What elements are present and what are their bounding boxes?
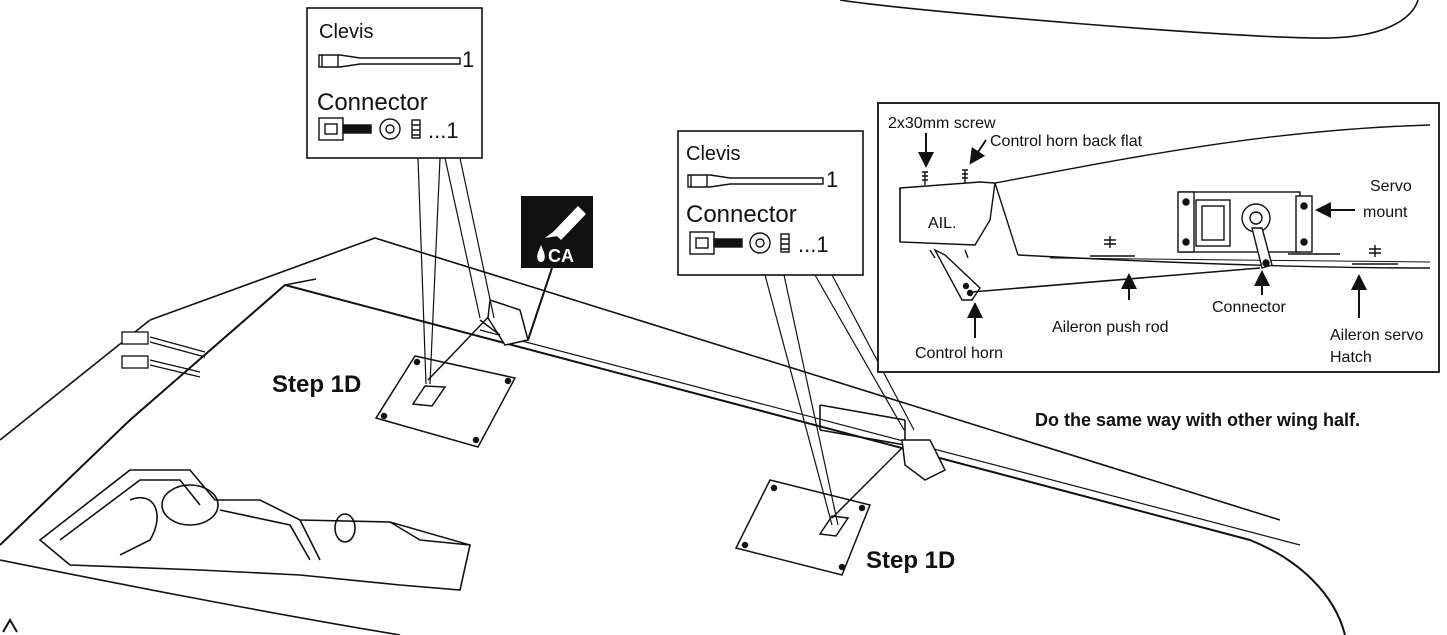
glue-badge (521, 196, 593, 341)
step-label-left: Step 1D (272, 371, 361, 398)
clevis-icon (318, 54, 461, 68)
servo-hatch-label-1: Aileron servo (1330, 327, 1423, 344)
pushrod-left (427, 298, 529, 381)
screw-label: 2x30mm screw (888, 115, 996, 132)
corner-arrow-icon (2, 618, 18, 633)
connector-icon (689, 231, 790, 255)
glue-bottle-icon (537, 206, 586, 262)
servo-mount-label-2: mount (1363, 204, 1408, 221)
leader-lines (417, 157, 915, 526)
connector-icon (318, 117, 421, 141)
same-way-note: Do the same way with other wing half. (1035, 410, 1360, 430)
connector-label-left: Connector (317, 89, 428, 116)
glue-badge-label: CA (548, 246, 574, 266)
parts-box-right (677, 130, 864, 276)
servo-mount-label-1: Servo (1370, 178, 1412, 195)
pushrod-right (831, 439, 947, 519)
clevis-icon (687, 174, 824, 188)
control-horn-label: Control horn (915, 345, 1003, 362)
servo-hatch-label-2: Hatch (1330, 349, 1372, 366)
connector-qty-left: ...1 (428, 118, 459, 143)
servo-leads (121, 331, 206, 378)
servo-hatch-left (374, 355, 517, 448)
clevis-qty-right: 1 (826, 167, 838, 192)
ail-label: AIL. (928, 215, 956, 232)
horn-back-flat-label: Control horn back flat (990, 133, 1143, 150)
clevis-label-left: Clevis (319, 21, 373, 43)
clevis-qty-left: 1 (462, 47, 474, 72)
clevis-label-right: Clevis (686, 143, 740, 165)
connector-inset-label: Connector (1212, 299, 1286, 316)
connector-qty-right: ...1 (798, 232, 829, 257)
push-rod-label: Aileron push rod (1052, 319, 1169, 336)
servo-hatch-right (734, 479, 872, 576)
step-label-right: Step 1D (866, 547, 955, 574)
inset-arrows (918, 133, 1367, 338)
connector-label-right: Connector (686, 201, 797, 228)
parts-box-left (306, 7, 483, 159)
